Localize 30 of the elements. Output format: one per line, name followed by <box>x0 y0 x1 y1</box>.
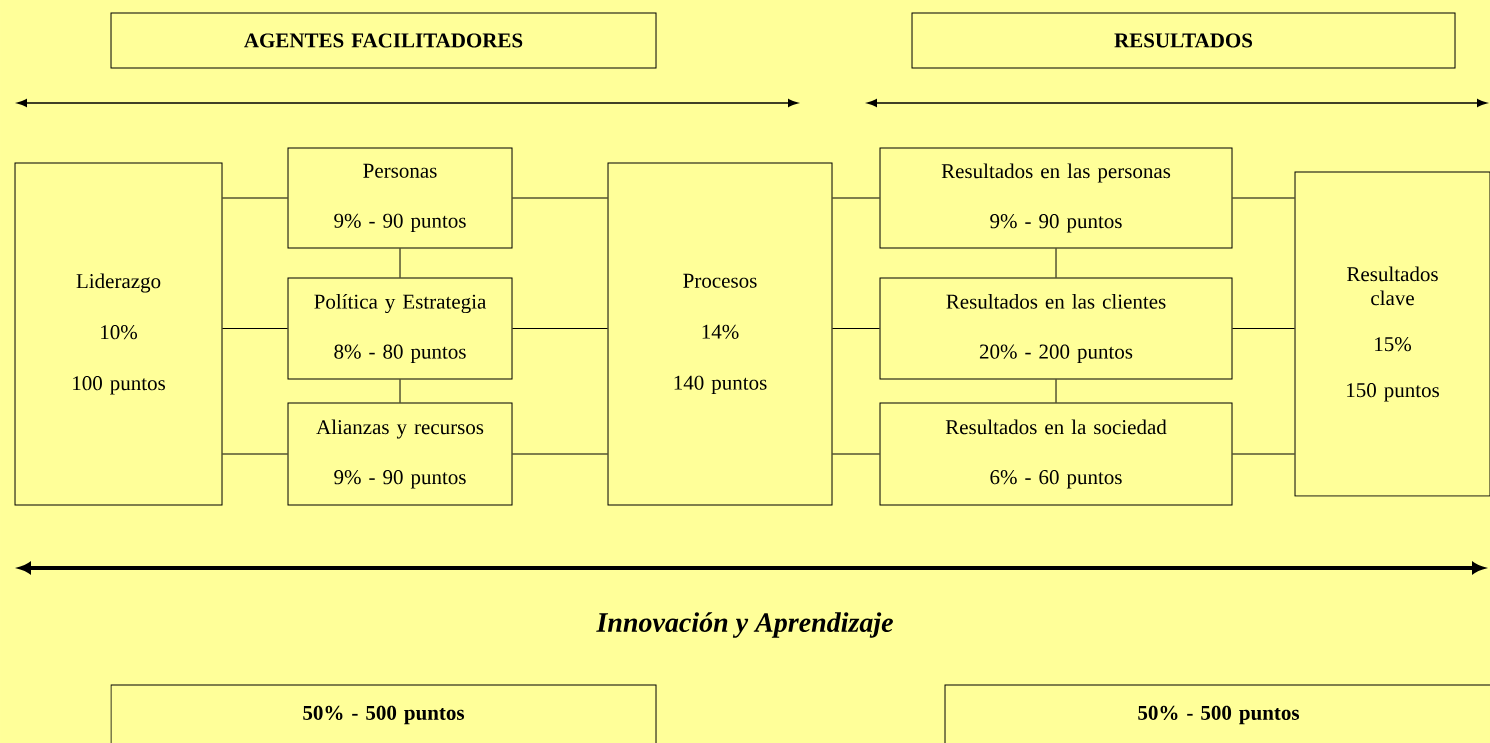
criterion-box: Liderazgo 10% 100 puntos <box>14 162 223 506</box>
criterion-box: Resultados en las clientes 20% - 200 puntos <box>879 277 1233 380</box>
connector-line <box>832 453 880 455</box>
connector-line <box>1055 248 1057 278</box>
connector-line <box>1232 453 1295 455</box>
connector-line <box>832 328 880 329</box>
connector-line <box>1232 197 1295 199</box>
connector-line <box>1055 379 1057 403</box>
criterion-box: Resultados en las personas 9% - 90 puntos <box>879 147 1233 249</box>
section-label: Innovación y Aprendizaje <box>596 612 893 638</box>
criterion-box: Política y Estrategia 8% - 80 puntos <box>287 277 513 380</box>
criterion-box: Procesos 14% 140 puntos <box>607 162 833 506</box>
criterion-box: Resultados en la sociedad 6% - 60 puntos <box>879 402 1233 506</box>
connector-line <box>399 379 401 403</box>
connector-line <box>222 197 288 199</box>
heading-box: 50% - 500 puntos <box>944 684 1490 743</box>
criterion-box: Personas 9% - 90 puntos <box>287 147 513 249</box>
connector-line <box>832 197 880 199</box>
criterion-box: Alianzas y recursos 9% - 90 puntos <box>287 402 513 506</box>
connector-line <box>512 453 608 455</box>
connector-line <box>512 328 608 329</box>
connector-line <box>222 453 288 455</box>
criterion-box: Resultados clave 15% 150 puntos <box>1294 171 1490 497</box>
heading-box: RESULTADOS <box>911 12 1456 69</box>
connector-line <box>512 197 608 199</box>
connector-line <box>399 248 401 278</box>
connector-line <box>222 328 288 329</box>
connector-line <box>1232 328 1295 329</box>
heading-box: AGENTES FACILITADORES <box>110 12 657 69</box>
heading-box: 50% - 500 puntos <box>110 684 657 743</box>
